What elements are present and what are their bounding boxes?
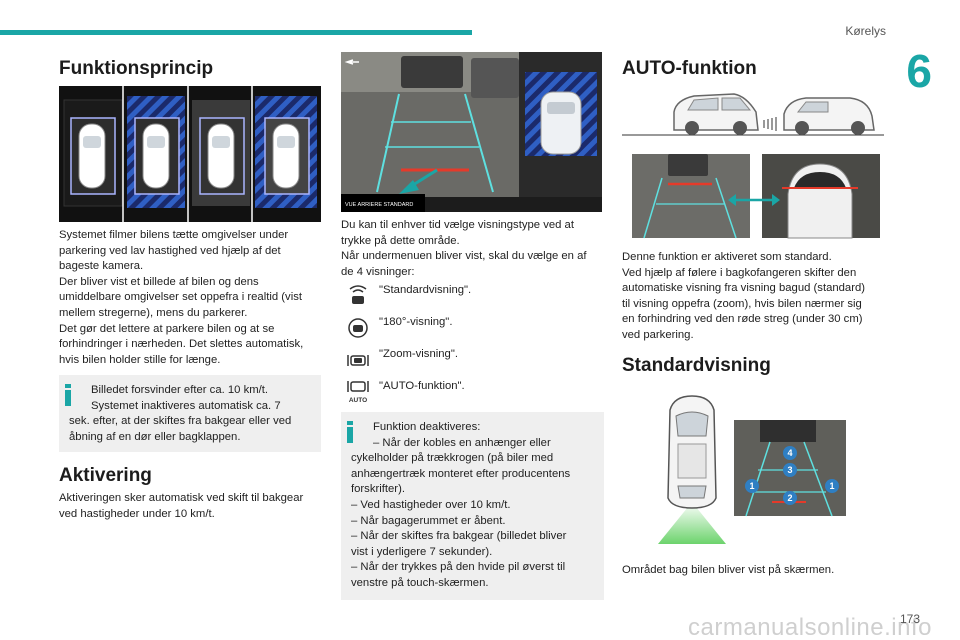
marker-1-right: 1 xyxy=(829,481,834,491)
180-view-icon xyxy=(348,318,368,338)
note-line: åbning af en dør eller bagklappen. xyxy=(69,430,241,443)
text-line: forhindringer i nærheden. Det slettes au… xyxy=(59,338,304,351)
section-heading-funktionsprincip: Funktionsprincip xyxy=(59,58,214,79)
view-option-180: "180°-visning". xyxy=(341,314,604,344)
note-line: – Når der kobles en anhænger eller xyxy=(373,436,551,449)
text-line: umiddelbare omgivelser set oppefra i rea… xyxy=(59,291,302,304)
view-selection-text: Du kan til enhver tid vælge visningstype… xyxy=(341,218,604,280)
funktionsprincip-text: Systemet filmer bilens tætte omgivelser … xyxy=(59,228,321,368)
chapter-number: 6 xyxy=(906,45,932,97)
auto-cars-illustration xyxy=(622,86,884,138)
text-line: trykke på dette område. xyxy=(341,234,460,247)
note-line: venstre på touch-skærmen. xyxy=(351,576,489,589)
marker-1-left: 1 xyxy=(749,481,754,491)
text-line: hvis bilen holder stille for længe. xyxy=(59,353,221,366)
auto-switch-illustration xyxy=(632,154,880,240)
text-line: en forhindring ved den røde streg (under… xyxy=(622,313,863,326)
top-view-illustration xyxy=(59,86,321,222)
info-note-deactivation: Funktion deaktiveres: – Når der kobles e… xyxy=(341,412,604,600)
standard-view-icon xyxy=(349,285,367,304)
view-option-auto: AUTO "AUTO-funktion". xyxy=(341,378,604,408)
note-line: – Når bagagerummet er åbent. xyxy=(351,514,506,527)
text-line: Det gør det lettere at parkere bilen og … xyxy=(59,322,275,335)
auto-switch-graphic xyxy=(632,154,880,239)
rear-camera-graphic: VUE ARRIERE STANDARD xyxy=(341,52,602,212)
note-line: vist i yderligere 7 sekunder). xyxy=(351,545,493,558)
zoom-view-icon xyxy=(347,355,369,366)
section-heading-standardvisning: Standardvisning xyxy=(622,355,771,376)
standard-view-text: Området bag bilen bliver vist på skærmen… xyxy=(622,564,835,576)
info-icon xyxy=(64,384,72,406)
text-line: ved hastigheder under 10 km/t. xyxy=(59,507,215,520)
text-line: Systemet filmer bilens tætte omgivelser … xyxy=(59,229,289,241)
note-line: – Når der trykkes på den hvide pil øvers… xyxy=(351,561,566,574)
marker-2: 2 xyxy=(787,493,792,503)
info-note-disappear: Billedet forsvinder efter ca. 10 km/t. S… xyxy=(59,375,321,452)
screen-label: VUE ARRIERE STANDARD xyxy=(345,202,413,208)
rear-camera-screen-illustration: VUE ARRIERE STANDARD xyxy=(341,52,602,212)
note-line: Billedet forsvinder efter ca. 10 km/t. xyxy=(91,384,269,396)
svg-text:AUTO: AUTO xyxy=(349,397,367,404)
auto-function-text: Denne funktion er aktiveret som standard… xyxy=(622,250,884,344)
note-line: – Ved hastigheder over 10 km/t. xyxy=(351,498,511,511)
view-option-zoom: "Zoom-visning". xyxy=(341,346,604,376)
view-option-standard: "Standardvisning". xyxy=(341,282,604,312)
auto-view-icon: AUTO xyxy=(347,381,369,404)
note-line: Funktion deaktiveres: xyxy=(373,421,481,433)
note-line: Systemet inaktiveres automatisk ca. 7 xyxy=(91,399,281,412)
text-line: Du kan til enhver tid vælge visningstype… xyxy=(341,219,574,231)
note-line: sek. efter, at der skiftes fra bakgear e… xyxy=(69,415,292,428)
top-view-cars-graphic xyxy=(59,86,321,222)
header-accent-bar xyxy=(0,30,472,35)
text-line: parkering ved lav hastighed ved hjælp af… xyxy=(59,244,281,257)
view-option-label: "Zoom-visning". xyxy=(379,348,458,360)
info-icon xyxy=(346,421,354,443)
text-line: automatiske visning fra visning bagud (s… xyxy=(622,282,866,295)
two-cars-graphic xyxy=(622,93,884,136)
marker-3: 3 xyxy=(787,465,792,475)
note-line: – Når der skiftes fra bakgear (billedet … xyxy=(351,530,567,543)
text-line: mellem stregerne), mens du parkerer. xyxy=(59,306,248,319)
view-option-label: "Standardvisning". xyxy=(379,284,472,296)
note-line: forskrifter). xyxy=(351,483,405,496)
text-line: bageste kamera. xyxy=(59,260,144,273)
note-line: anhængertræk monteret efter producentens xyxy=(351,467,571,480)
text-line: de 4 visninger: xyxy=(341,265,415,278)
text-line: Ved hjælp af følere i bagkofangeren skif… xyxy=(622,266,857,279)
chapter-title: Kørelys xyxy=(845,24,886,38)
page-number: 173 xyxy=(899,612,920,626)
text-line: Der bliver vist et billede af bilen og d… xyxy=(59,275,259,288)
watermark: carmanualsonline.info xyxy=(688,614,932,640)
standard-view-illustration: 4 3 1 2 1 xyxy=(622,394,884,544)
section-heading-aktivering: Aktivering xyxy=(59,465,152,486)
text-line: Når undermenuen bliver vist, skal du væl… xyxy=(341,250,587,263)
view-option-label: "180°-visning". xyxy=(379,316,453,328)
text-line: ved parkering. xyxy=(622,328,694,341)
aktivering-text: Aktiveringen sker automatisk ved skift t… xyxy=(59,491,321,522)
section-heading-auto-funktion: AUTO-funktion xyxy=(622,58,757,79)
text-line: Aktiveringen sker automatisk ved skift t… xyxy=(59,492,304,504)
note-line: cykelholder på trækkrogen (på biler med xyxy=(351,452,554,465)
view-option-label: "AUTO-funktion". xyxy=(379,380,465,392)
text-line: til visning oppefra (zoom), hvis bilen n… xyxy=(622,297,862,310)
marker-4: 4 xyxy=(787,448,792,458)
text-line: Denne funktion er aktiveret som standard… xyxy=(622,251,832,263)
standard-view-graphic: 4 3 1 2 1 xyxy=(658,395,846,544)
